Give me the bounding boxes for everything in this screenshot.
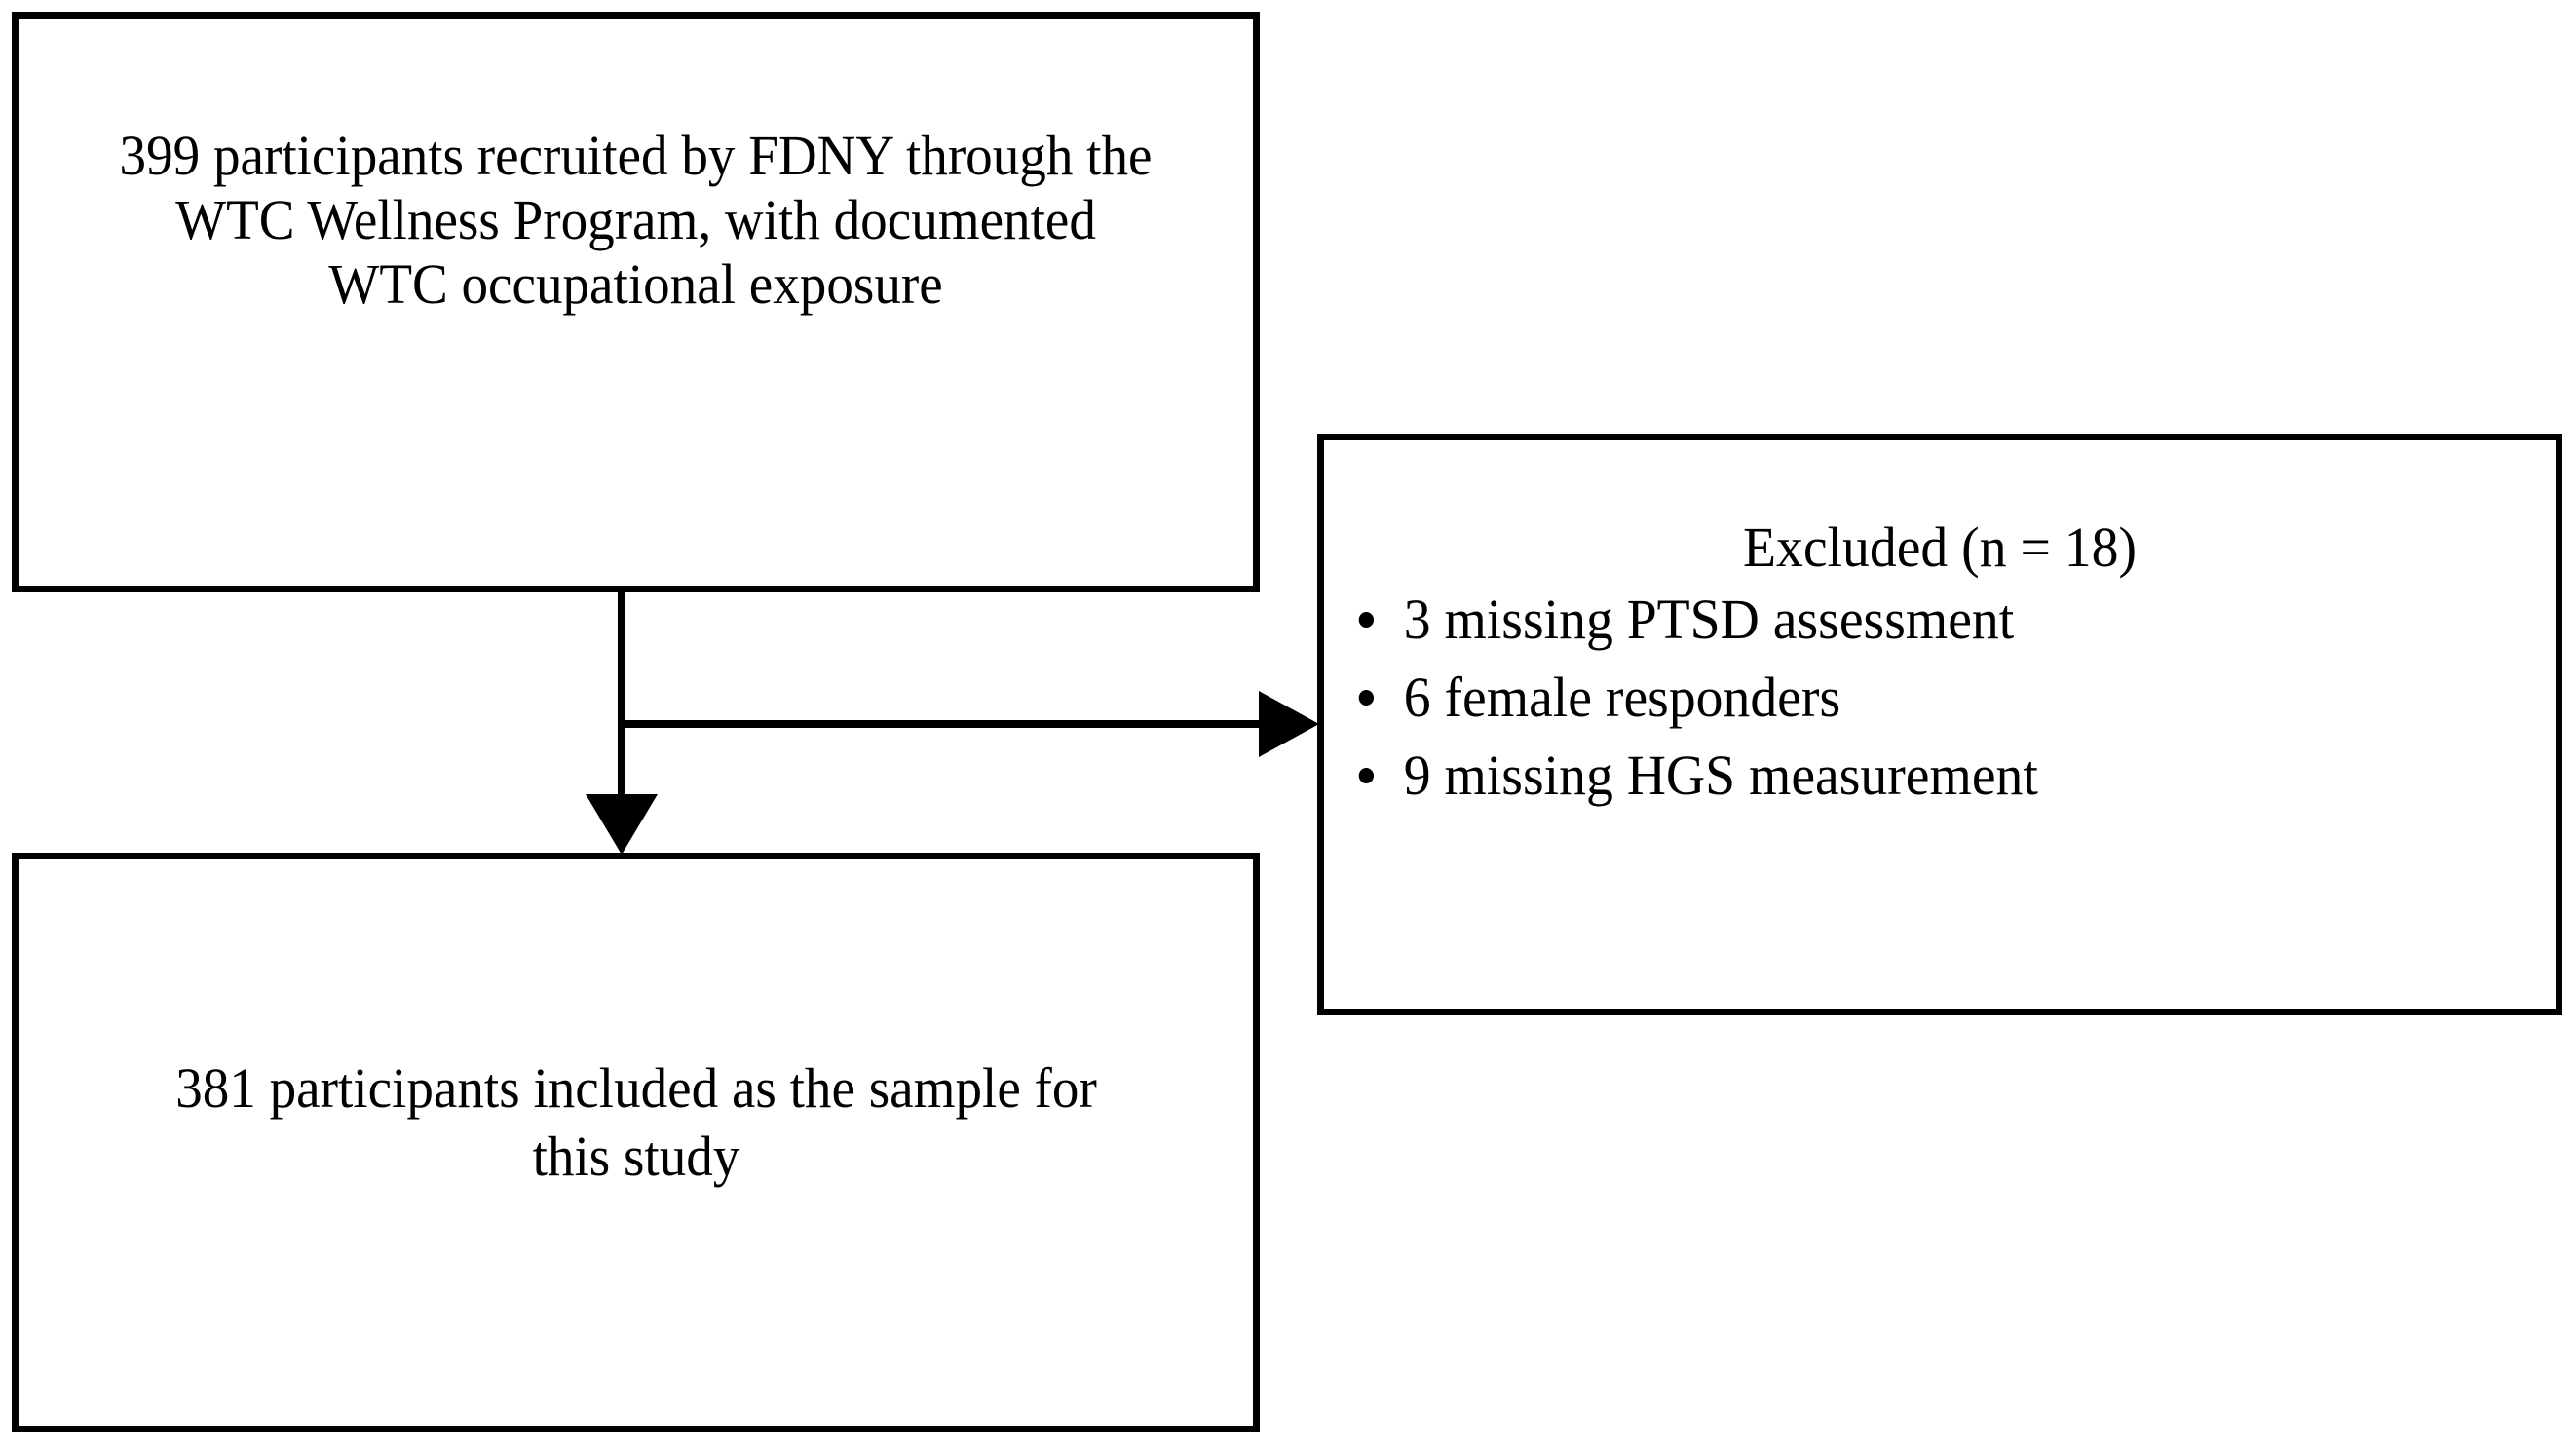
box-included-text: 381 participants included as the sample … [174, 1056, 1097, 1188]
list-item-label: 9 missing HGS measurement [1403, 744, 2038, 807]
list-item-label: 6 female responders [1403, 666, 1841, 729]
list-item: 6 female responders [1351, 667, 2038, 729]
list-item: 9 missing HGS measurement [1351, 744, 2038, 807]
connector-vertical-line [618, 590, 625, 802]
bullet-dot-icon [1358, 690, 1375, 706]
box-recruited: 399 participants recruited by FDNY throu… [12, 12, 1260, 592]
arrow-right-icon [1259, 691, 1319, 757]
arrow-down-icon [586, 794, 658, 855]
list-item-label: 3 missing PTSD assessment [1403, 588, 2015, 651]
list-item: 3 missing PTSD assessment [1351, 589, 2038, 651]
box-recruited-text: 399 participants recruited by FDNY throu… [119, 124, 1153, 316]
connector-horizontal-line [622, 720, 1265, 728]
bullet-dot-icon [1358, 768, 1375, 783]
box-excluded-title: Excluded (n = 18) [1742, 515, 2138, 579]
box-excluded: Excluded (n = 18) 3 missing PTSD assessm… [1317, 434, 2562, 1015]
bullet-dot-icon [1358, 612, 1375, 628]
excluded-reasons-list: 3 missing PTSD assessment 6 female respo… [1324, 589, 2066, 822]
box-included: 381 participants included as the sample … [12, 853, 1260, 1432]
